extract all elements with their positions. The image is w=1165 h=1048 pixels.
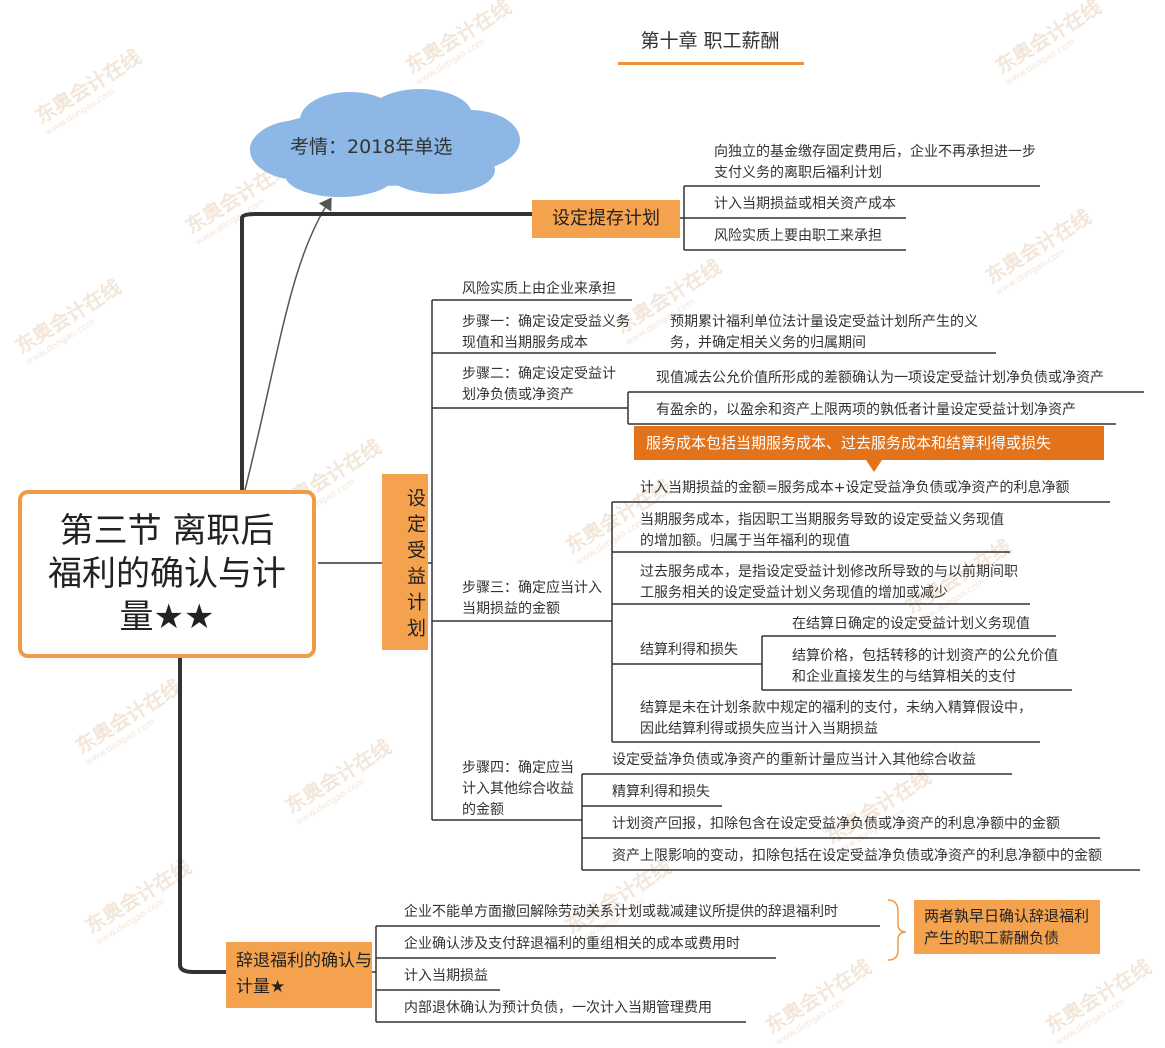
step4-item: 精算利得和损失 [612,784,710,800]
step3-label: 步骤三：确定应当计入当期损益的金额 [462,580,602,617]
step4-item: 设定受益净负债或净资产的重新计量应当计入其他综合收益 [612,752,976,768]
dismissal-note: 两者孰早日确认辞退福利产生的职工薪酬负债 [914,900,1100,954]
central-topic-line: 量★★ [119,597,215,637]
service-cost-callout: 服务成本包括当期服务成本、过去服务成本和结算利得或损失 [634,426,1104,460]
db-plan-node[interactable]: 设定受益计划 [382,474,428,650]
dismissal-item: 企业确认涉及支付辞退福利的重组相关的成本或费用时 [404,936,740,952]
dismissal-node[interactable]: 辞退福利的确认与计量★ [226,942,372,1008]
step4-item: 计划资产回报，扣除包含在设定受益净负债或净资产的利息净额中的金额 [612,816,1060,832]
past-service-cost: 过去服务成本，是指设定受益计划修改所导致的与以前期间职工服务相关的设定受益计划义… [640,564,1018,601]
central-topic-line: 第三节 离职后 [59,511,275,551]
dc-plan-node[interactable]: 设定提存计划 [532,200,680,238]
exam-note: 考情：2018年单选 [290,136,453,158]
chapter-underline [618,62,804,65]
step2-label: 步骤二：确定设定受益计划净负债或净资产 [462,366,616,403]
central-topic-line: 福利的确认与计 [48,554,286,594]
dismissal-item: 企业不能单方面撤回解除劳动关系计划或裁减建议所提供的辞退福利时 [404,904,838,920]
dismissal-item: 计入当期损益 [404,968,488,984]
step4-label: 步骤四：确定应当计入其他综合收益的金额 [462,760,574,818]
settlement-item: 结算价格，包括转移的计划资产的公允价值和企业直接发生的与结算相关的支付 [792,648,1058,685]
cloud-shape [250,89,520,197]
settlement-label: 结算利得和损失 [640,642,738,658]
dc-plan-item: 风险实质上要由职工来承担 [714,228,882,244]
step1-detail: 预期累计福利单位法计量设定受益计划所产生的义务，并确定相关义务的归属期间 [670,314,978,351]
step2-detail: 现值减去公允价值所形成的差额确认为一项设定受益计划净负债或净资产 [656,370,1104,386]
step1-label: 步骤一：确定设定受益义务现值和当期服务成本 [462,314,630,351]
step4-item: 资产上限影响的变动，扣除包括在设定受益净负债或净资产的利息净额中的金额 [612,848,1102,864]
callout-pointer [866,460,882,472]
step3-formula: 计入当期损益的金额=服务成本+设定受益净负债或净资产的利息净额 [640,480,1070,496]
dismissal-item: 内部退休确认为预计负债，一次计入当期管理费用 [404,1000,712,1016]
central-topic[interactable]: 第三节 离职后 福利的确认与计 量★★ [18,490,316,658]
db-plan-risk: 风险实质上由企业来承担 [462,281,616,297]
settlement-note: 结算是未在计划条款中规定的福利的支付，未纳入精算假设中，因此结算利得或损失应当计… [640,700,1032,737]
current-service-cost: 当期服务成本，指因职工当期服务导致的设定受益义务现值的增加额。归属于当年福利的现… [640,512,1004,549]
step2-detail: 有盈余的，以盈余和资产上限两项的孰低者计量设定受益计划净资产 [656,402,1076,418]
dc-plan-item: 向独立的基金缴存固定费用后，企业不再承担进一步支付义务的离职后福利计划 [714,144,1036,181]
chapter-title: 第十章 职工薪酬 [640,30,780,52]
settlement-item: 在结算日确定的设定受益计划义务现值 [792,616,1030,632]
dc-plan-item: 计入当期损益或相关资产成本 [714,196,896,212]
